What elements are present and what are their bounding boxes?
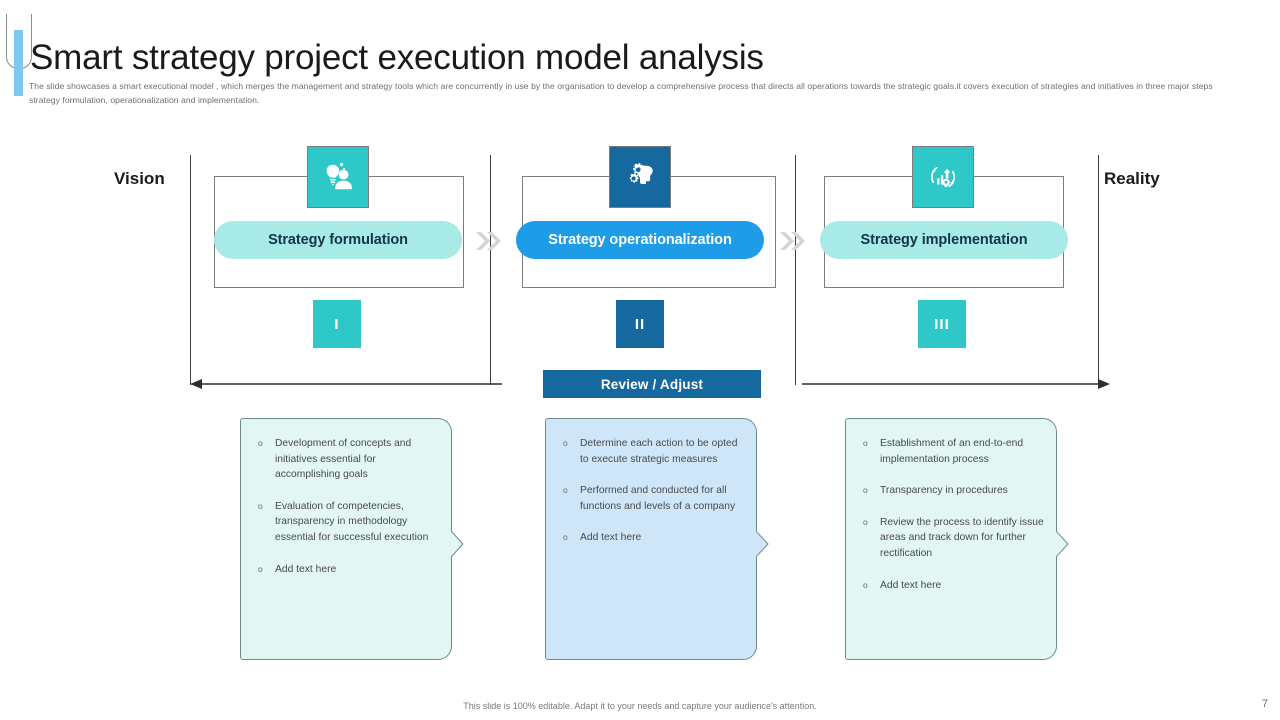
stage-1-callout: Development of concepts and initiatives … [240,418,464,660]
list-item: Add text here [857,578,1047,594]
lightbulb-person-icon [307,146,369,208]
divider-line-right [1098,155,1099,385]
footer-note: This slide is 100% editable. Adapt it to… [463,701,817,711]
stage-3-callout: Establishment of an end-to-end implement… [845,418,1069,660]
page-title: Smart strategy project execution model a… [30,38,764,77]
stage-1-pill[interactable]: Strategy formulation [214,221,462,259]
list-item: Performed and conducted for all function… [557,483,747,514]
callout-bullet-list: Development of concepts and initiatives … [252,436,442,577]
stage-2-callout: Determine each action to be opted to exe… [545,418,769,660]
list-item: Development of concepts and initiatives … [252,436,442,483]
stage-2-pill[interactable]: Strategy operationalization [516,221,764,259]
list-item: Add text here [557,530,747,546]
callout-tail-icon [1056,531,1069,557]
chevron-connector-1-icon [474,230,504,252]
list-item: Transparency in procedures [857,483,1047,499]
page-number: 7 [1261,698,1268,710]
stage-3-numeral: III [918,300,966,348]
divider-line-mid-1 [490,155,491,385]
divider-line-left [190,155,191,385]
stage-1-numeral: I [313,300,361,348]
list-item: Establishment of an end-to-end implement… [857,436,1047,467]
title-accent-bar [14,30,23,96]
stage-2-numeral: II [616,300,664,348]
timeline-arrow-left [190,376,502,392]
review-adjust-banner[interactable]: Review / Adjust [543,370,761,398]
vision-label: Vision [114,169,165,188]
callout-tail-icon [756,531,769,557]
callout-bullet-list: Establishment of an end-to-end implement… [857,436,1047,593]
list-item: Determine each action to be opted to exe… [557,436,747,467]
list-item: Evaluation of competencies, transparency… [252,499,442,546]
chevron-connector-2-icon [778,230,808,252]
callout-tail-icon [451,531,464,557]
timeline-arrow-right [802,376,1110,392]
list-item: Add text here [252,562,442,578]
head-gears-icon [609,146,671,208]
slide-description: The slide showcases a smart executional … [29,81,1213,105]
title-block: Smart strategy project execution model a… [0,14,1280,96]
stage-3-pill[interactable]: Strategy implementation [820,221,1068,259]
growth-refresh-icon [912,146,974,208]
list-item: Review the process to identify issue are… [857,515,1047,562]
callout-bullet-list: Determine each action to be opted to exe… [557,436,747,546]
divider-line-mid-2 [795,155,796,385]
reality-label: Reality [1104,169,1160,188]
